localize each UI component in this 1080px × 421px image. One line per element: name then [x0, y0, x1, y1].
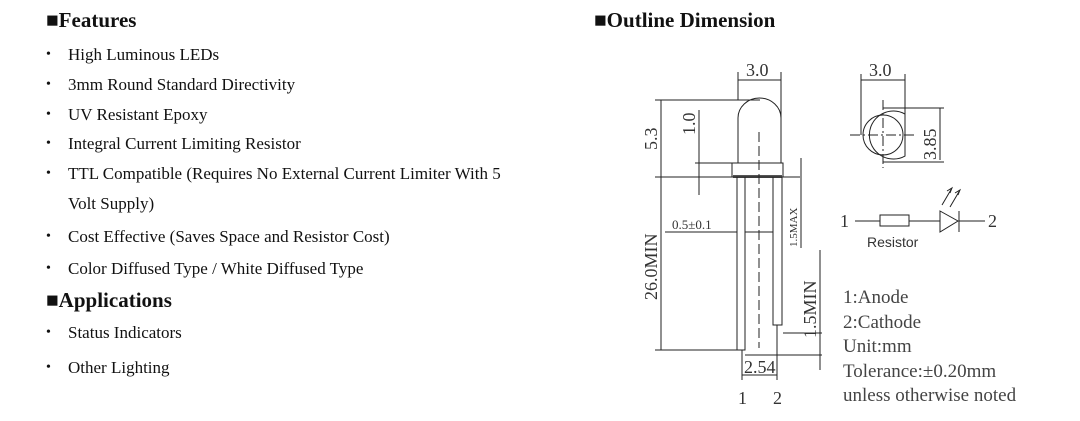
legend: 1:Anode 2:Cathode Unit:mm Tolerance:±0.2…: [843, 286, 1016, 409]
dim-height: 5.3: [641, 128, 661, 151]
dim-lead-length: 26.0MIN: [641, 234, 661, 301]
list-item: •Other Lighting: [46, 358, 170, 377]
features-heading: ■Features: [46, 8, 137, 32]
legend-tolerance: Tolerance:±0.20mm: [843, 360, 997, 382]
item-text: Volt Supply): [68, 194, 155, 213]
list-item: •Color Diffused Type / White Diffused Ty…: [46, 259, 364, 278]
item-text: Integral Current Limiting Resistor: [68, 134, 301, 153]
item-text: TTL Compatible (Requires No External Cur…: [68, 164, 501, 183]
list-item: •High Luminous LEDs: [46, 45, 220, 64]
pin-label-2: 2: [773, 388, 782, 408]
legend-unit: Unit:mm: [843, 336, 912, 357]
dim-top-depth: 3.85: [920, 129, 940, 161]
item-text: Cost Effective (Saves Space and Resistor…: [68, 227, 390, 246]
list-item: •TTL Compatible (Requires No External Cu…: [46, 164, 501, 183]
led-body: [737, 97, 782, 163]
schematic-pin-1: 1: [840, 211, 849, 231]
led-flange: [731, 162, 784, 178]
item-text: High Luminous LEDs: [68, 45, 220, 64]
top-view-outer: [868, 110, 906, 160]
diode-symbol: [939, 210, 960, 233]
resistor-symbol: [879, 214, 910, 227]
lead-2: [772, 176, 783, 326]
dim-top-width: 3.0: [869, 60, 892, 80]
dim-lead-diff: 1.5MIN: [800, 281, 820, 339]
list-item: •Status Indicators: [46, 323, 182, 342]
list-item-continuation: Volt Supply): [46, 194, 154, 214]
outline-heading: ■Outline Dimension: [594, 8, 776, 32]
schematic-pin-2: 2: [988, 211, 997, 231]
item-text: UV Resistant Epoxy: [68, 105, 208, 124]
light-arrows-icon: [941, 186, 962, 208]
dim-lead-width: 0.5±0.1: [672, 217, 712, 232]
list-item: •Integral Current Limiting Resistor: [46, 134, 301, 153]
lead-1: [736, 176, 746, 351]
list-item: •3mm Round Standard Directivity: [46, 75, 296, 94]
resistor-label: Resistor: [867, 234, 919, 250]
list-item: •Cost Effective (Saves Space and Resisto…: [46, 227, 390, 246]
dim-width: 3.0: [746, 60, 769, 80]
item-text: Other Lighting: [68, 358, 170, 377]
dim-dome: 1.0: [679, 113, 699, 136]
item-text: Color Diffused Type / White Diffused Typ…: [68, 259, 364, 278]
pin-label-1: 1: [738, 388, 747, 408]
item-text: 3mm Round Standard Directivity: [68, 75, 296, 94]
item-text: Status Indicators: [68, 323, 182, 342]
applications-heading: ■Applications: [46, 288, 172, 312]
dim-pitch: 2.54: [744, 357, 776, 377]
dim-flange-max: 1.5MAX: [788, 208, 800, 247]
legend-cathode: 2:Cathode: [843, 311, 922, 333]
list-item: •UV Resistant Epoxy: [46, 105, 208, 124]
legend-anode: 1:Anode: [843, 287, 909, 308]
legend-note: unless otherwise noted: [843, 385, 1017, 406]
